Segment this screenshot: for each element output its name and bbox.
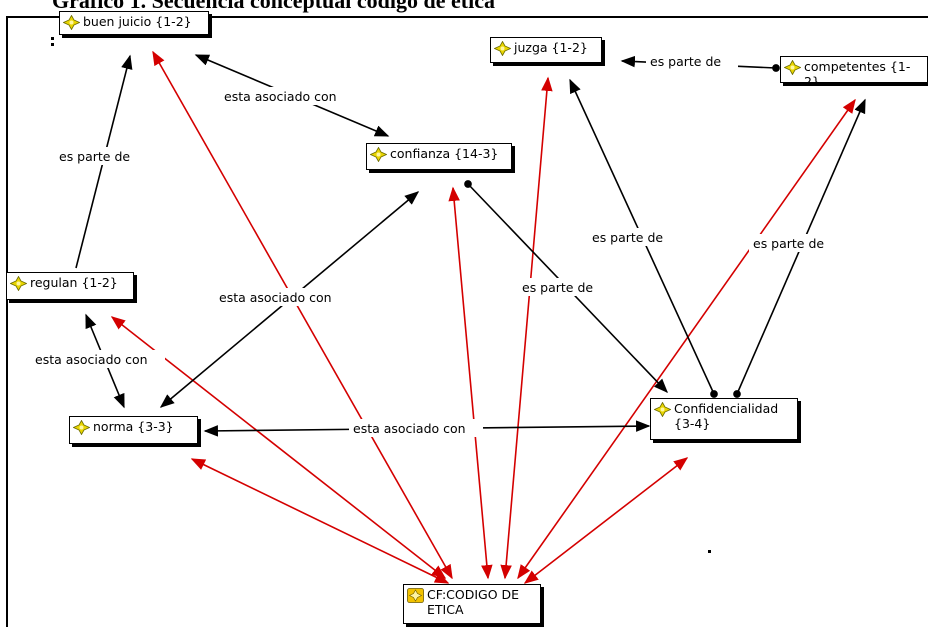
star-concept-icon [370,147,387,162]
node-label: CF:CODIGO DE ETICA [427,587,520,617]
node-buen-juicio[interactable]: buen juicio {1-2} [59,11,209,35]
figure-caption: Gráfico 1. Secuencia conceptual código d… [52,0,495,13]
diagram-frame [6,16,928,627]
code-link-competentes [517,98,856,580]
node-codigo-de-etica[interactable]: CF:CODIGO DE ETICA [403,584,541,624]
node-confidencialidad[interactable]: Confidencialidad {3-4} [650,398,798,440]
code-link-confidencialidad [523,457,689,584]
edge-label-norma-confianza: esta asociado con [219,290,332,305]
edge-label-competentes-juzga: es parte de [650,54,721,69]
node-label: juzga {1-2} [514,40,588,55]
edge-label-regulan-buen: es parte de [59,149,130,164]
code-link-norma [190,458,450,584]
code-family-icon [407,588,424,603]
node-juzga[interactable]: juzga {1-2} [490,37,602,63]
star-concept-icon [73,420,90,435]
edge-label-norma-confidencialidad: esta asociado con [353,421,466,436]
node-label: regulan {1-2} [30,275,118,290]
node-norma[interactable]: norma {3-3} [69,416,198,444]
star-concept-icon [494,41,511,56]
node-regulan[interactable]: regulan {1-2} [6,272,134,300]
code-link-buen-juicio [152,50,453,580]
node-confianza[interactable]: confianza {14-3} [366,143,512,170]
star-concept-icon [654,402,671,417]
node-label: competentes {1-2} [804,59,911,83]
stray-mark [708,550,711,553]
edge-label-confianza-confidencialidad: es parte de [522,280,593,295]
edge-label-buen-confianza: esta asociado con [224,89,337,104]
edge-label-regulan-norma: esta asociado con [35,352,148,367]
node-competentes[interactable]: competentes {1-2} [780,56,928,83]
stray-mark [51,43,54,46]
stray-mark [51,37,54,40]
node-label: Confidencialidad {3-4} [674,401,779,431]
star-concept-icon [63,15,80,30]
node-label: confianza {14-3} [390,146,499,161]
edge-label-confidencialidad-competentes: es parte de [753,236,824,251]
edge-label-confidencialidad-juzga: es parte de [592,230,663,245]
node-label: buen juicio {1-2} [83,14,192,29]
star-concept-icon [10,276,27,291]
code-link-confianza [448,186,493,580]
node-label: norma {3-3} [93,419,174,434]
star-concept-icon [784,60,801,75]
